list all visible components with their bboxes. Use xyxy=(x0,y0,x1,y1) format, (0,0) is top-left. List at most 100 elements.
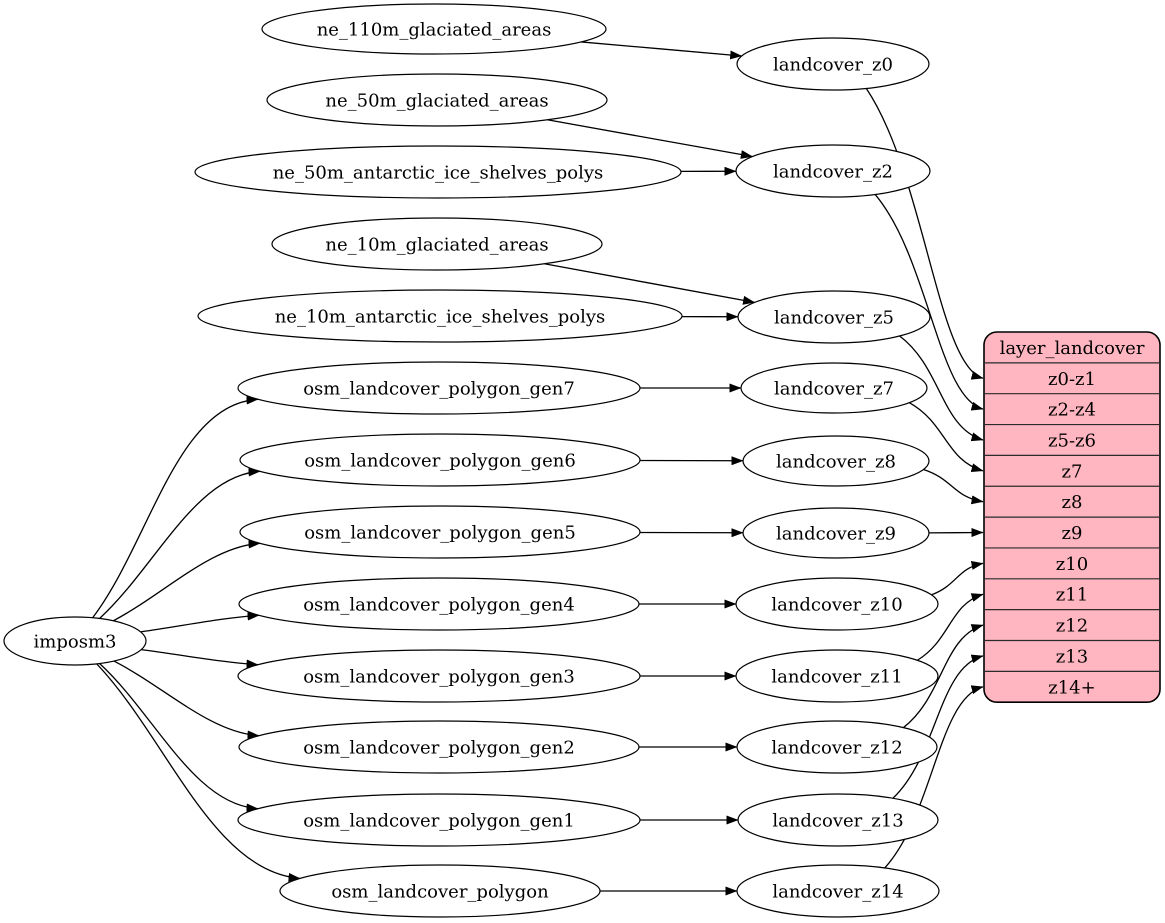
node-osm_landcover_polygon_gen1: osm_landcover_polygon_gen1 xyxy=(237,793,641,847)
node-landcover_z11: landcover_z11 xyxy=(735,649,939,703)
node-ellipse xyxy=(237,649,641,703)
edge-imposm3-to-osm_landcover_polygon_gen6 xyxy=(99,467,261,619)
node-label: ne_10m_glaciated_areas xyxy=(325,235,548,256)
edge-imposm3-to-osm_landcover_polygon_gen7 xyxy=(92,395,259,619)
node-ellipse xyxy=(238,577,640,631)
edge-imposm3-to-osm_landcover_polygon_gen4 xyxy=(140,611,260,633)
node-landcover_z7: landcover_z7 xyxy=(740,362,928,414)
node-ellipse xyxy=(239,505,641,559)
node-ellipse xyxy=(736,37,930,91)
node-label: osm_landcover_polygon xyxy=(331,882,549,903)
node-label: osm_landcover_polygon_gen5 xyxy=(304,523,576,544)
node-ellipse xyxy=(238,720,640,774)
node-label: ne_110m_glaciated_areas xyxy=(317,20,552,41)
node-ellipse xyxy=(279,864,601,918)
node-label: osm_landcover_polygon_gen4 xyxy=(303,595,575,616)
node-label: osm_landcover_polygon_gen7 xyxy=(303,379,575,400)
node-label: imposm3 xyxy=(34,632,117,653)
node-ellipse xyxy=(742,435,930,487)
node-landcover_z14: landcover_z14 xyxy=(736,864,940,918)
node-label: osm_landcover_polygon_gen2 xyxy=(303,738,575,759)
node-ellipse xyxy=(735,577,939,631)
node-osm_landcover_polygon_gen7: osm_landcover_polygon_gen7 xyxy=(237,361,641,415)
node-label: ne_50m_glaciated_areas xyxy=(325,91,548,112)
record-row-z8: z8 xyxy=(1062,492,1083,513)
node-ellipse xyxy=(194,145,682,199)
node-landcover_z9: landcover_z9 xyxy=(742,507,930,559)
node-ellipse xyxy=(271,217,603,271)
edge-imposm3-to-osm_landcover_polygon_gen2 xyxy=(113,660,260,740)
node-osm_landcover_polygon_gen4: osm_landcover_polygon_gen4 xyxy=(238,577,640,631)
edge-ne_110m_glaciated_areas-to-landcover_z0 xyxy=(581,41,743,60)
nodes-layer: imposm3 ne_110m_glaciated_areas ne_50m_gla… xyxy=(3,3,940,918)
node-label: osm_landcover_polygon_gen1 xyxy=(303,811,575,832)
node-ellipse xyxy=(736,720,938,774)
node-osm_landcover_polygon_gen2: osm_landcover_polygon_gen2 xyxy=(238,720,640,774)
node-ne_50m_glaciated_areas: ne_50m_glaciated_areas xyxy=(266,73,608,127)
node-ellipse xyxy=(742,507,930,559)
edge-ne_50m_glaciated_areas-to-landcover_z2 xyxy=(547,119,753,159)
edge-landcover_z8-to-row-z8 xyxy=(923,468,984,505)
node-osm_landcover_polygon_gen3: osm_landcover_polygon_gen3 xyxy=(237,649,641,703)
record-row-z10: z10 xyxy=(1056,554,1088,575)
node-ellipse xyxy=(239,433,641,487)
node-osm_landcover_polygon: osm_landcover_polygon xyxy=(279,864,601,918)
node-landcover_z5: landcover_z5 xyxy=(737,290,931,344)
node-osm_landcover_polygon_gen6: osm_landcover_polygon_gen6 xyxy=(239,433,641,487)
node-ne_110m_glaciated_areas: ne_110m_glaciated_areas xyxy=(261,3,607,55)
node-landcover_z2: landcover_z2 xyxy=(735,144,931,198)
record-row-z11: z11 xyxy=(1056,585,1088,606)
node-label: osm_landcover_polygon_gen6 xyxy=(304,451,576,472)
node-ellipse xyxy=(237,361,641,415)
edge-landcover_z12-to-row-z12 xyxy=(903,624,984,729)
record-row-z9: z9 xyxy=(1062,523,1083,544)
record-row-z12: z12 xyxy=(1056,616,1088,637)
edge-landcover_z2-to-row-z2-z4 xyxy=(874,194,984,411)
node-ellipse xyxy=(735,144,931,198)
node-landcover_z10: landcover_z10 xyxy=(735,577,939,631)
edge-landcover_z10-to-row-z10 xyxy=(931,561,984,596)
node-label: landcover_z11 xyxy=(771,667,902,688)
node-ne_10m_glaciated_areas: ne_10m_glaciated_areas xyxy=(271,217,603,271)
edge-landcover_z5-to-row-z5-z6 xyxy=(899,335,984,442)
record-row-z2-z4: z2-z4 xyxy=(1048,400,1096,421)
node-label: osm_landcover_polygon_gen3 xyxy=(303,667,575,688)
node-label: landcover_z7 xyxy=(774,379,894,400)
node-landcover_z8: landcover_z8 xyxy=(742,435,930,487)
edge-imposm3-to-osm_landcover_polygon_gen1 xyxy=(99,663,259,813)
edge-landcover_z13-to-row-z13 xyxy=(892,654,984,799)
node-label: landcover_z0 xyxy=(773,55,893,76)
node-label: ne_10m_antarctic_ice_shelves_polys xyxy=(275,307,606,328)
node-ellipse xyxy=(266,73,608,127)
edge-landcover_z11-to-row-z11 xyxy=(917,593,984,661)
node-landcover_z0: landcover_z0 xyxy=(736,37,930,91)
node-label: landcover_z9 xyxy=(776,524,896,545)
edges-layer xyxy=(92,41,984,896)
node-osm_landcover_polygon_gen5: osm_landcover_polygon_gen5 xyxy=(239,505,641,559)
record-row-z5-z6: z5-z6 xyxy=(1048,430,1096,451)
node-label: ne_50m_antarctic_ice_shelves_polys xyxy=(273,163,604,184)
record-row-z14+: z14+ xyxy=(1048,677,1095,698)
node-ellipse xyxy=(3,616,147,666)
edge-imposm3-to-osm_landcover_polygon xyxy=(96,663,301,882)
node-ellipse xyxy=(261,3,607,55)
node-ellipse xyxy=(237,793,641,847)
node-ne_50m_antarctic_ice_shelves_polys: ne_50m_antarctic_ice_shelves_polys xyxy=(194,145,682,199)
node-label: landcover_z14 xyxy=(772,882,903,903)
edge-imposm3-to-osm_landcover_polygon_gen5 xyxy=(112,539,261,622)
node-ne_10m_antarctic_ice_shelves_polys: ne_10m_antarctic_ice_shelves_polys xyxy=(197,289,683,343)
node-label: landcover_z2 xyxy=(773,162,893,183)
node-ellipse xyxy=(737,793,939,847)
node-label: landcover_z5 xyxy=(774,308,894,329)
node-ellipse xyxy=(736,864,940,918)
record-row-z13: z13 xyxy=(1056,646,1088,667)
node-landcover_z12: landcover_z12 xyxy=(736,720,938,774)
node-imposm3: imposm3 xyxy=(3,616,147,666)
node-label: landcover_z13 xyxy=(772,811,903,832)
edge-landcover_z14-to-row-z14+ xyxy=(884,685,984,869)
node-ellipse xyxy=(740,362,928,414)
node-ellipse xyxy=(737,290,931,344)
node-ellipse xyxy=(735,649,939,703)
edge-landcover_z0-to-row-z0-z1 xyxy=(865,88,984,380)
